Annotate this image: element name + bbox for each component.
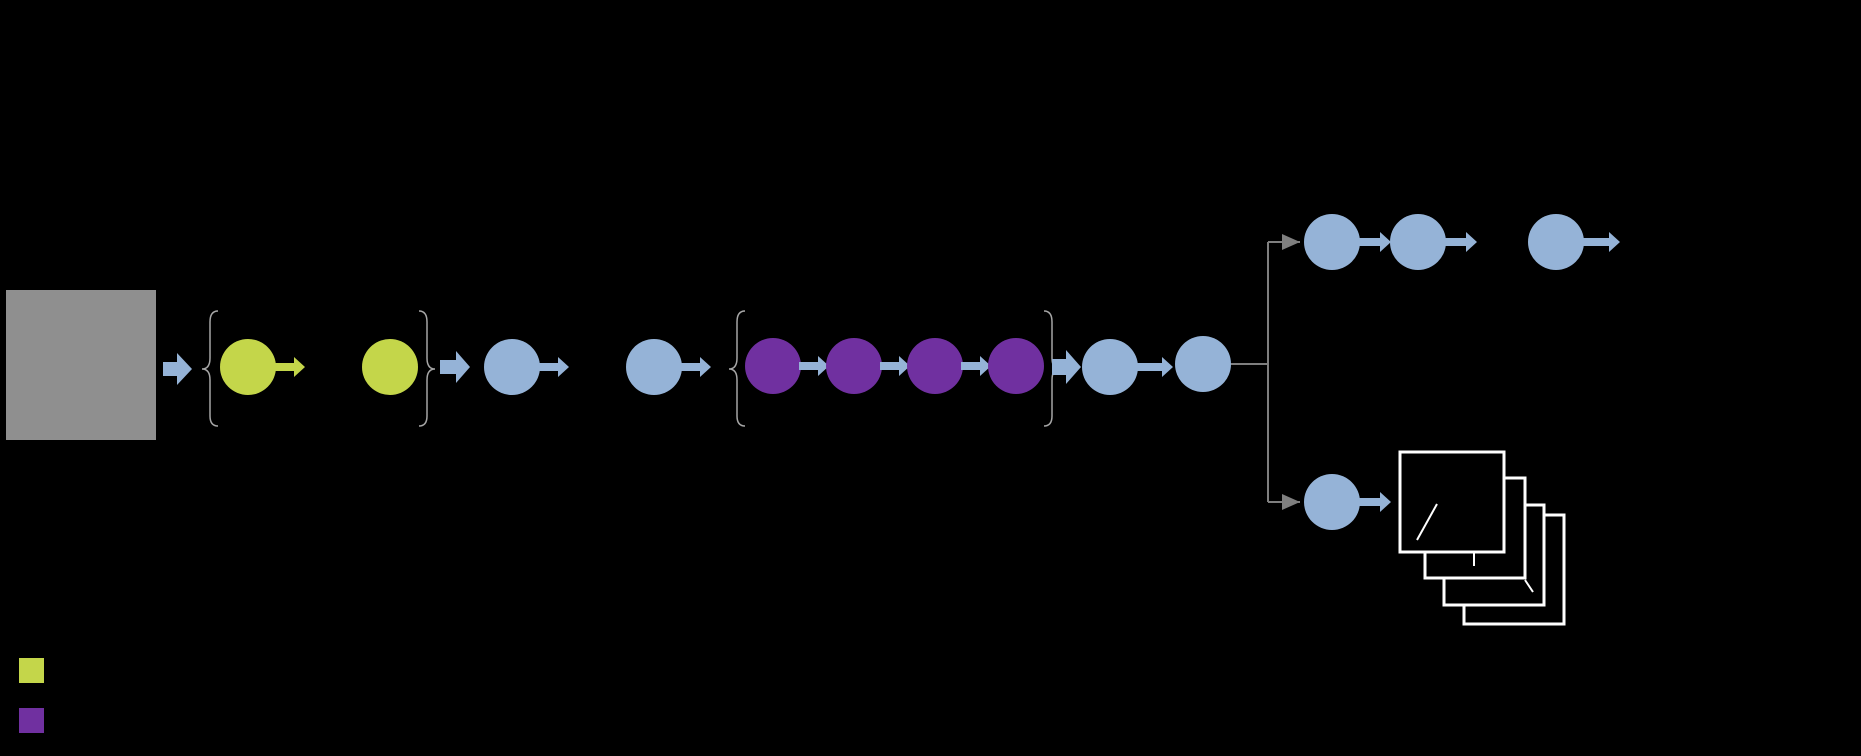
blue-node-3-arrow	[1137, 357, 1173, 377]
green-node-1	[220, 339, 276, 395]
purple-group-open-bracket	[728, 310, 746, 427]
purple-node-2	[826, 338, 882, 394]
legend-swatch-purple	[19, 708, 44, 733]
purple-node-4	[988, 338, 1044, 394]
upper-branch-node-2	[1390, 214, 1446, 270]
blue-node-4	[1175, 336, 1231, 392]
lower-branch-node-1-arrow	[1358, 492, 1391, 512]
green-group-open-bracket	[201, 310, 219, 427]
document-3-stroke	[1524, 579, 1534, 593]
green-node-1-arrow	[275, 357, 305, 377]
purple-group-arrow	[1052, 350, 1081, 384]
green-node-2	[362, 339, 418, 395]
blue-node-1-arrow	[538, 357, 569, 377]
purple-node-3-arrow	[961, 356, 991, 376]
branch-connector	[1231, 242, 1269, 502]
document-1	[1398, 450, 1506, 554]
upper-branch-node-3-arrow	[1582, 232, 1620, 252]
input-arrow	[163, 353, 192, 385]
upper-branch-node-1	[1304, 214, 1360, 270]
upper-branch-node-1-arrow	[1358, 232, 1391, 252]
purple-node-1-arrow	[799, 356, 829, 376]
blue-node-1	[484, 339, 540, 395]
green-group-close-bracket	[418, 310, 436, 427]
blue-node-2	[626, 339, 682, 395]
stacked-documents-icon	[1398, 450, 1566, 626]
purple-node-2-arrow	[880, 356, 910, 376]
lower-branch-node-1	[1304, 474, 1360, 530]
green-group-arrow	[440, 351, 470, 383]
input-block	[6, 290, 156, 440]
upper-branch-node-2-arrow	[1444, 232, 1477, 252]
legend-swatch-green	[19, 658, 44, 683]
blue-node-2-arrow	[680, 357, 711, 377]
purple-node-1	[745, 338, 801, 394]
purple-node-3	[907, 338, 963, 394]
document-1-stroke	[1416, 503, 1438, 541]
upper-branch-node-3	[1528, 214, 1584, 270]
blue-node-3	[1082, 339, 1138, 395]
